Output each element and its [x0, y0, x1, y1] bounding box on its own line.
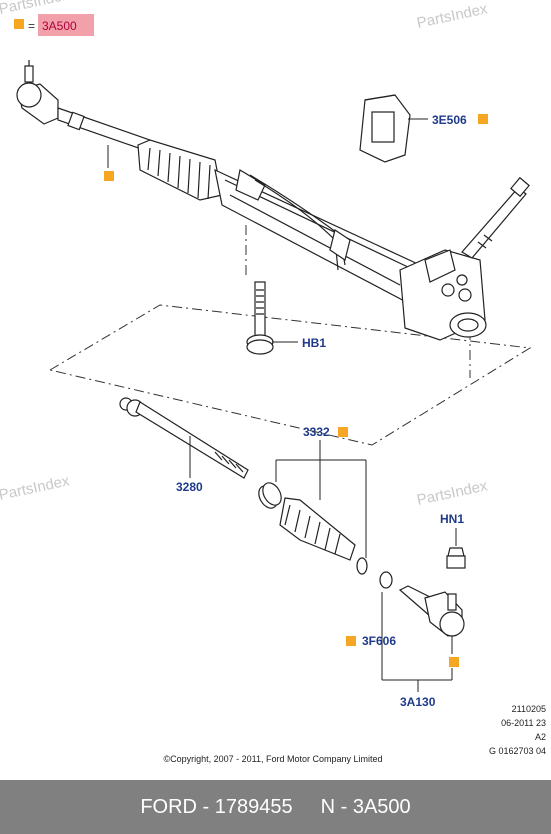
brand-part-number: FORD - 1789455	[140, 795, 293, 818]
marker-icon	[14, 19, 24, 29]
legend-code-bg	[38, 14, 94, 36]
castle-nut	[446, 547, 466, 569]
marker-icon	[104, 171, 114, 181]
jam-nut	[379, 571, 393, 589]
callout-3332: 3332	[303, 425, 330, 439]
ref-line: G 0162703 04	[489, 746, 546, 756]
legend-code: 3A500	[42, 19, 77, 33]
callout-HB1: HB1	[302, 336, 326, 350]
watermark: PartsIndex	[0, 472, 71, 504]
marker-icon	[338, 427, 348, 437]
outer-tie-rod-end	[398, 585, 465, 637]
part-footer: FORD - 1789455 N - 3A500	[0, 780, 551, 834]
inner-tie-rod	[119, 397, 249, 479]
callout-3F606: 3F606	[362, 634, 396, 648]
part-code: N - 3A500	[320, 795, 411, 818]
marker-icon	[346, 636, 356, 646]
steering-rack	[16, 60, 530, 341]
legend: = 3A500	[14, 14, 94, 36]
watermark: PartsIndex	[415, 477, 489, 509]
legend-equals: =	[28, 19, 35, 33]
marker-icon	[478, 114, 488, 124]
ref-line: 2110205	[512, 704, 546, 714]
boot-kit	[258, 482, 368, 575]
watermark: PartsIndex	[415, 0, 489, 32]
ref-line: 06-2011 23	[501, 718, 546, 728]
mounting-bush	[359, 94, 411, 163]
callout-3E506: 3E506	[432, 113, 467, 127]
callout-3280: 3280	[176, 480, 203, 494]
ref-line: A2	[535, 732, 546, 742]
marker-icon	[449, 657, 459, 667]
assembly-outline	[48, 304, 532, 446]
callout-3A130: 3A130	[400, 695, 436, 709]
copyright: ©Copyright, 2007 - 2011, Ford Motor Comp…	[163, 754, 382, 764]
callout-HN1: HN1	[440, 512, 464, 526]
bolt	[246, 281, 274, 355]
parts-diagram: = 3A500 PartsIndex PartsIndex PartsIndex…	[0, 0, 546, 764]
